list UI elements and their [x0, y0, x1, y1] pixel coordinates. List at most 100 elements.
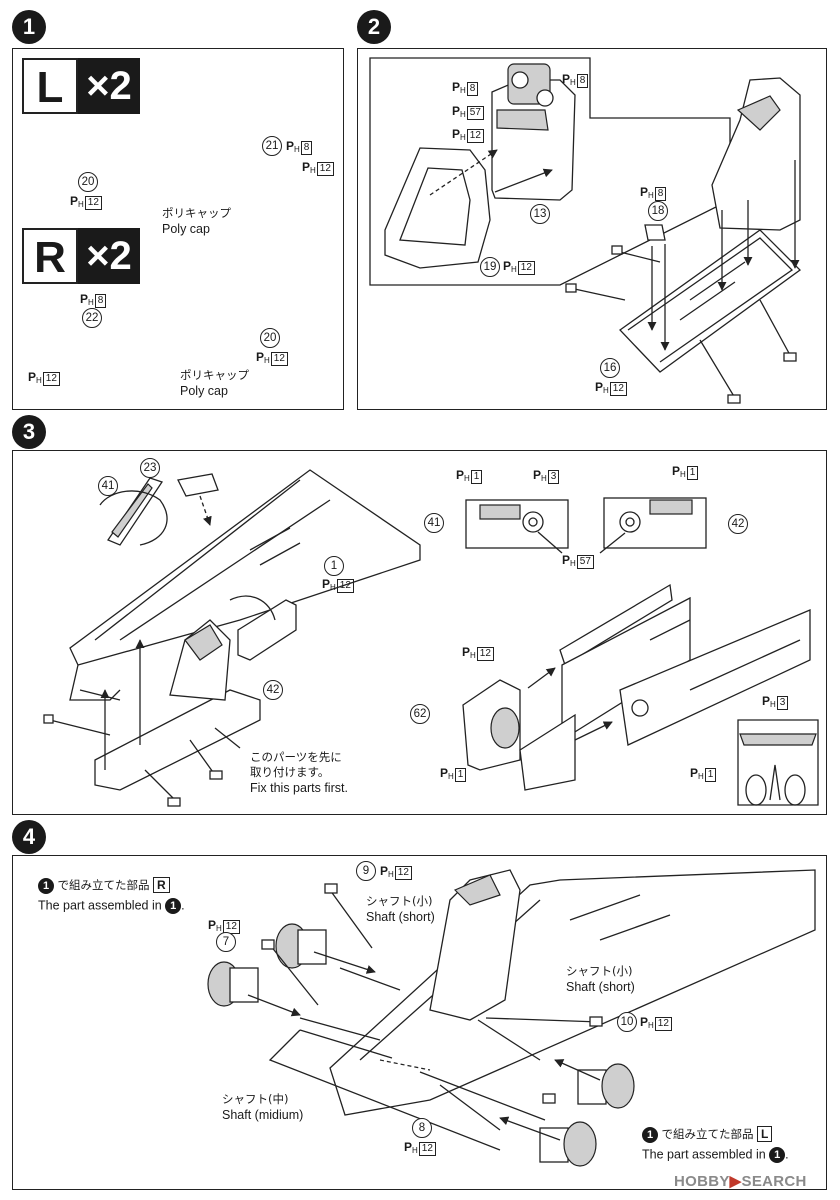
assembled-l-label-jp: 1 で組み立てた部品 L: [642, 1126, 773, 1143]
runner-number: 8: [300, 141, 313, 155]
watermark-suffix: SEARCH: [741, 1173, 807, 1190]
runner-prefix-p: P: [28, 370, 37, 384]
runner-prefix-p: P: [452, 80, 461, 94]
left-quantity-badge: ×2: [78, 58, 140, 114]
fix-first-note-en: Fix this parts first.: [250, 781, 348, 795]
runner-prefix-p: P: [762, 694, 771, 708]
runner-prefix-p: P: [562, 72, 571, 86]
side-r-box: R: [152, 877, 170, 893]
step-ref-icon: 1: [38, 877, 54, 894]
runner-prefix-p: P: [595, 380, 604, 394]
step3-right-drawing: [462, 497, 819, 806]
runner-prefix-h: H: [648, 191, 654, 200]
runner-prefix-p: P: [640, 185, 649, 199]
watermark-brand: HOBBY: [674, 1173, 730, 1190]
runner-prefix-h: H: [680, 470, 686, 479]
part-number-41: 41: [98, 476, 118, 496]
part-number-13: 13: [530, 204, 550, 224]
runner-number: 1: [470, 470, 483, 484]
runner-prefix-p: P: [690, 766, 699, 780]
hobbysearch-watermark: HOBBY▶SEARCH: [674, 1172, 807, 1190]
runner-prefix-h: H: [216, 924, 222, 933]
part-number-10: 10: [617, 1012, 637, 1032]
right-quantity-badge: ×2: [78, 228, 140, 284]
assembled-r-label-en: The part assembled in 1.: [38, 898, 185, 914]
period-label: .: [181, 898, 185, 913]
runner-number: 8: [654, 187, 667, 201]
poly-cap-label-jp: ポリキャップ: [162, 206, 231, 220]
runner-prefix-h: H: [464, 474, 470, 483]
runner-number: 57: [576, 555, 594, 569]
runner-prefix-h: H: [470, 651, 476, 660]
assembled-r-text-jp: で組み立てた部品: [57, 878, 150, 892]
runner-number: 12: [270, 352, 288, 366]
part-number-1: 1: [324, 556, 344, 576]
shaft-short-label-en: Shaft (short): [366, 910, 435, 924]
part-number-8: 8: [412, 1118, 432, 1138]
runner-prefix-p: P: [302, 160, 311, 174]
step-ref-icon: 1: [769, 1147, 786, 1163]
step4-drawing: [207, 869, 816, 1167]
runner-prefix-h: H: [78, 200, 84, 209]
assembled-l-text-en: The part assembled in: [642, 1147, 766, 1162]
shaft-mid-label-jp: シャフト(中): [222, 1092, 289, 1106]
runner-prefix-p: P: [452, 127, 461, 141]
part-number-22: 22: [82, 308, 102, 328]
part-number-23: 23: [140, 458, 160, 478]
runner-prefix-p: P: [672, 464, 681, 478]
runner-prefix-p: P: [562, 553, 571, 567]
part-number-7: 7: [216, 932, 236, 952]
runner-prefix-h: H: [36, 376, 42, 385]
runner-number: 12: [84, 196, 102, 210]
runner-prefix-p: P: [440, 766, 449, 780]
fix-first-note-jp-1: このパーツを先に: [250, 750, 342, 764]
side-l-box: L: [756, 1126, 773, 1142]
part-number-62: 62: [410, 704, 430, 724]
runner-number: 12: [418, 1142, 436, 1156]
step2-seat-drawing: [369, 57, 801, 404]
step-ref-icon: 1: [165, 898, 182, 914]
runner-prefix-h: H: [460, 133, 466, 142]
runner-prefix-p: P: [640, 1015, 649, 1029]
runner-prefix-h: H: [570, 559, 576, 568]
part-number-9: 9: [356, 861, 376, 881]
watermark-separator: ▶: [729, 1173, 742, 1190]
runner-prefix-p: P: [286, 139, 295, 153]
runner-prefix-p: P: [404, 1140, 413, 1154]
step3-left-drawing: [43, 469, 421, 807]
runner-prefix-h: H: [388, 870, 394, 879]
runner-prefix-h: H: [460, 110, 466, 119]
poly-cap-label-en: Poly cap: [180, 384, 228, 398]
part-number-20: 20: [78, 172, 98, 192]
step-number-1: 1: [12, 10, 46, 44]
runner-prefix-h: H: [770, 700, 776, 709]
part-number-18: 18: [648, 201, 668, 221]
step-ref-icon: 1: [642, 1126, 658, 1143]
runner-number: 8: [466, 82, 479, 96]
runner-prefix-p: P: [533, 468, 542, 482]
runner-prefix-p: P: [456, 468, 465, 482]
runner-prefix-h: H: [310, 166, 316, 175]
part-number-20: 20: [260, 328, 280, 348]
period-label: .: [785, 1147, 789, 1162]
runner-number: 12: [42, 372, 60, 386]
runner-number: 8: [94, 294, 107, 308]
